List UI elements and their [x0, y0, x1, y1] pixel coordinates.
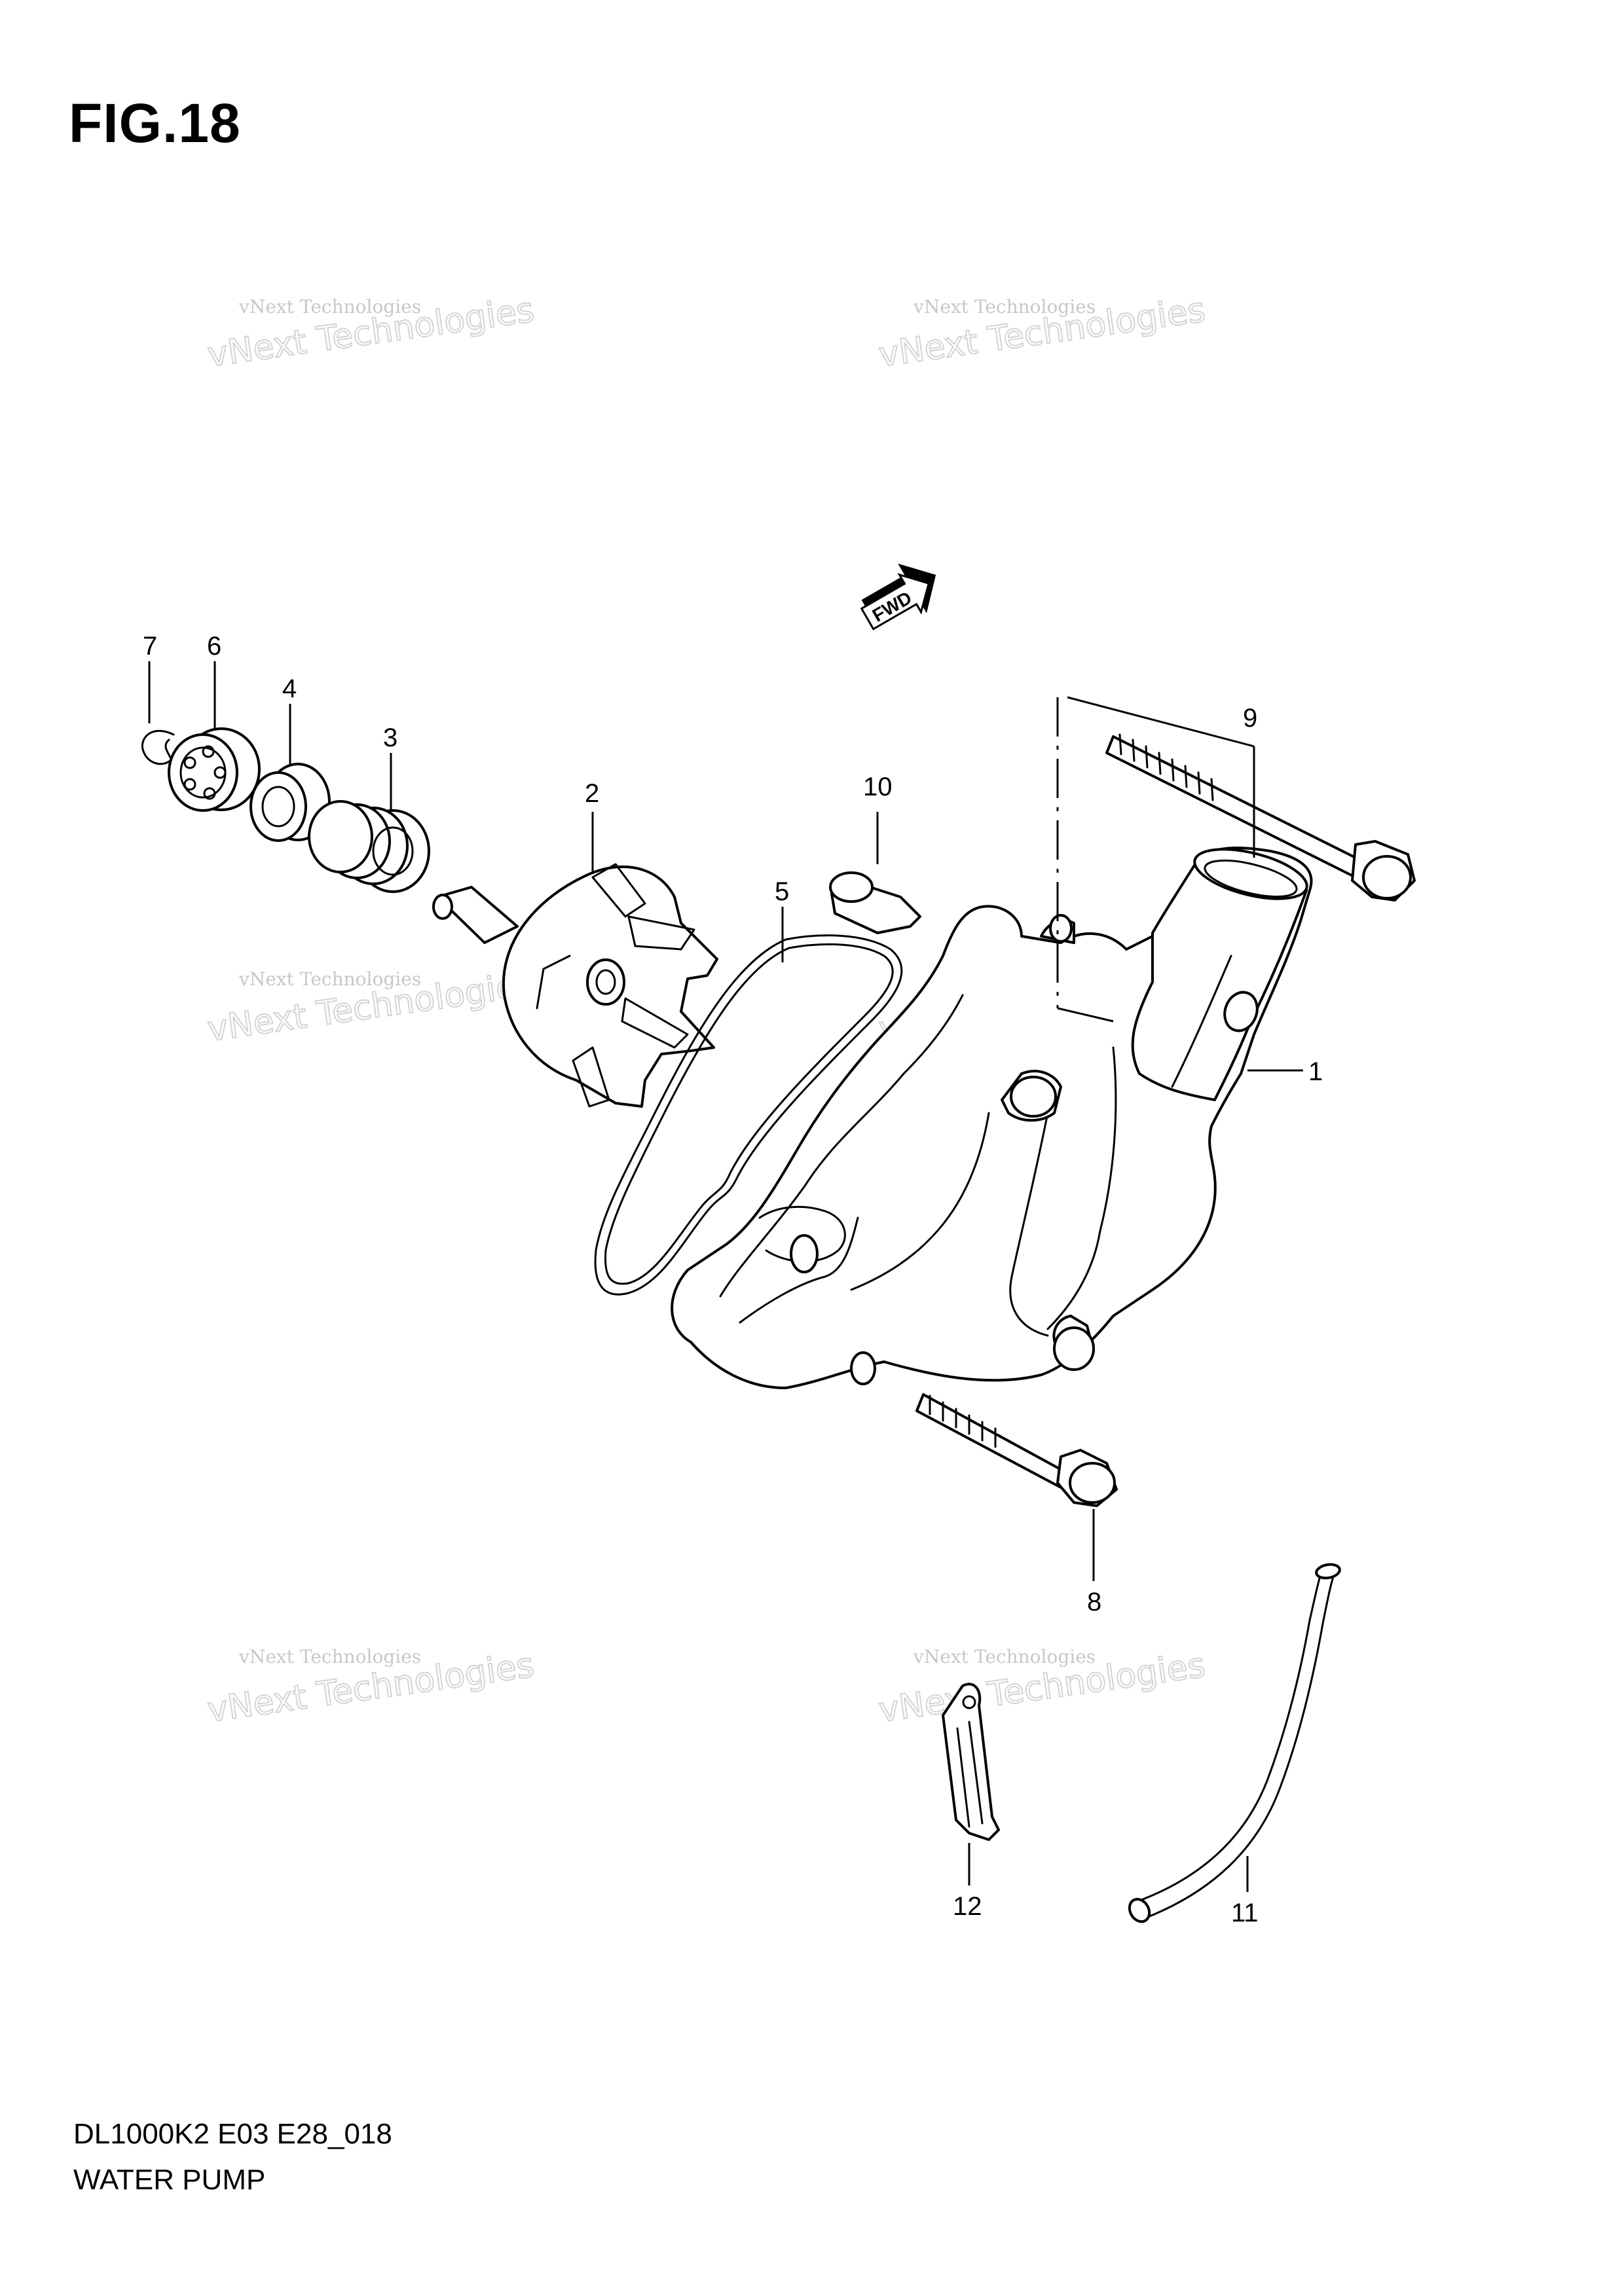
- watermark-low-left: vNext Technologies vNext Technologies: [204, 1645, 537, 1731]
- watermark-low-center: vNext Technologies vNext Technologies: [876, 1645, 1208, 1731]
- leader-9b: [1067, 696, 1255, 748]
- figure-title: FIG.18: [69, 92, 241, 154]
- figure-code: DL1000K2 E03 E28_018: [73, 2118, 392, 2150]
- callout-2: 2: [585, 779, 599, 808]
- svg-text:vNext Technologies: vNext Technologies: [238, 968, 421, 990]
- callout-11: 11: [1231, 1899, 1259, 1927]
- callout-5: 5: [775, 877, 789, 906]
- part-10-dowel-pin: [829, 871, 921, 934]
- part-6-bearing: [168, 727, 261, 812]
- leader-lines: [148, 661, 1303, 1892]
- leader-9d: [1057, 1007, 1114, 1023]
- watermark-mid-left: vNext Technologies vNext Technologies: [204, 964, 537, 1050]
- svg-text:vNext Technologies: vNext Technologies: [913, 296, 1096, 318]
- callout-1: 1: [1308, 1057, 1323, 1086]
- callout-8: 8: [1087, 1588, 1101, 1616]
- part-5-o-ring: [594, 934, 903, 1296]
- watermark-top-center: vNext Technologies vNext Technologies: [876, 290, 1208, 376]
- callout-labels: 7 6 4 3 2 5 10 1 9 8 12 11: [143, 632, 1323, 1927]
- fwd-arrow-badge: FWD: [860, 563, 936, 630]
- figure-name: WATER PUMP: [73, 2164, 266, 2196]
- part-8-bolt-lower: [915, 1393, 1118, 1507]
- callout-4: 4: [282, 674, 297, 703]
- svg-text:vNext Technologies: vNext Technologies: [913, 1646, 1096, 1667]
- part-1-pump-cover: [671, 847, 1313, 1389]
- part-3-mechanical-seal: [308, 800, 430, 893]
- part-2-impeller: [432, 863, 718, 1108]
- callout-6: 6: [207, 632, 221, 661]
- callout-12: 12: [953, 1892, 982, 1921]
- part-9-bolt-upper: [1105, 733, 1416, 902]
- callout-7: 7: [143, 632, 157, 661]
- part-7-e-ring: [141, 729, 175, 765]
- callout-10: 10: [863, 773, 893, 801]
- callout-9: 9: [1243, 704, 1257, 733]
- part-11-hose: [1128, 1563, 1341, 1923]
- part-12-clamp: [942, 1683, 1000, 1841]
- callout-3: 3: [383, 723, 397, 752]
- svg-text:vNext Technologies: vNext Technologies: [238, 1646, 421, 1667]
- svg-text:vNext Technologies: vNext Technologies: [238, 296, 421, 318]
- watermark-top-left: vNext Technologies vNext Technologies: [204, 290, 537, 376]
